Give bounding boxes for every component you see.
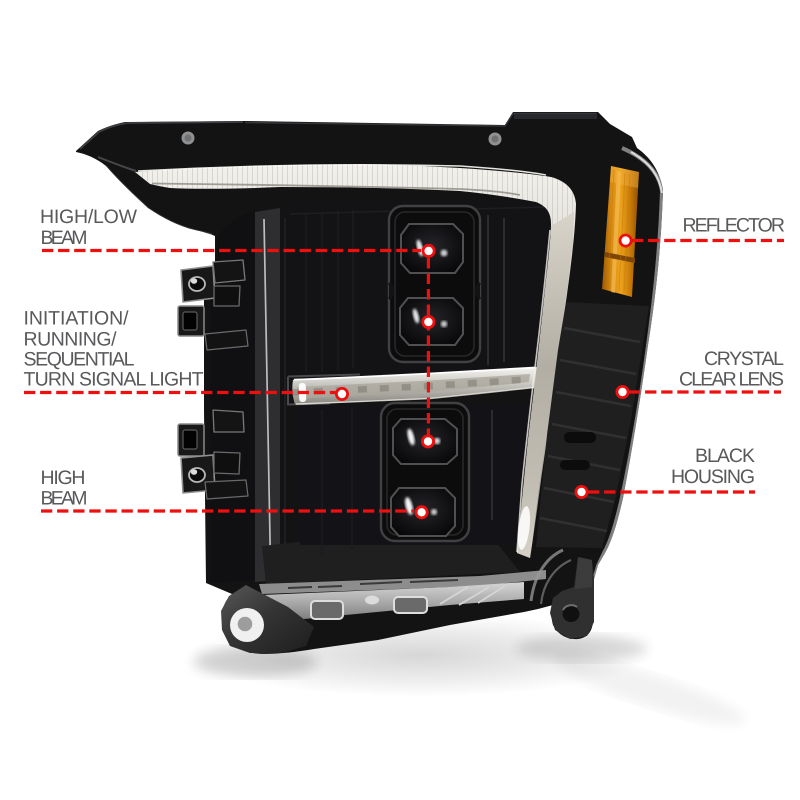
svg-text:INITIATION/: INITIATION/ xyxy=(24,308,130,330)
svg-text:RUNNING/: RUNNING/ xyxy=(24,329,118,351)
svg-text:CLEAR LENS: CLEAR LENS xyxy=(679,369,784,391)
svg-text:HOUSING: HOUSING xyxy=(671,466,755,488)
svg-text:CRYSTAL: CRYSTAL xyxy=(704,348,784,370)
svg-text:HIGH/LOW: HIGH/LOW xyxy=(40,206,138,228)
svg-text:TURN SIGNAL LIGHT: TURN SIGNAL LIGHT xyxy=(24,369,204,391)
svg-text:HIGH: HIGH xyxy=(41,467,86,489)
svg-text:BEAM: BEAM xyxy=(41,227,88,249)
svg-text:REFLECTOR: REFLECTOR xyxy=(683,215,786,237)
svg-text:BEAM: BEAM xyxy=(41,488,88,510)
svg-text:SEQUENTIAL: SEQUENTIAL xyxy=(24,349,135,371)
svg-text:BLACK: BLACK xyxy=(695,445,755,467)
